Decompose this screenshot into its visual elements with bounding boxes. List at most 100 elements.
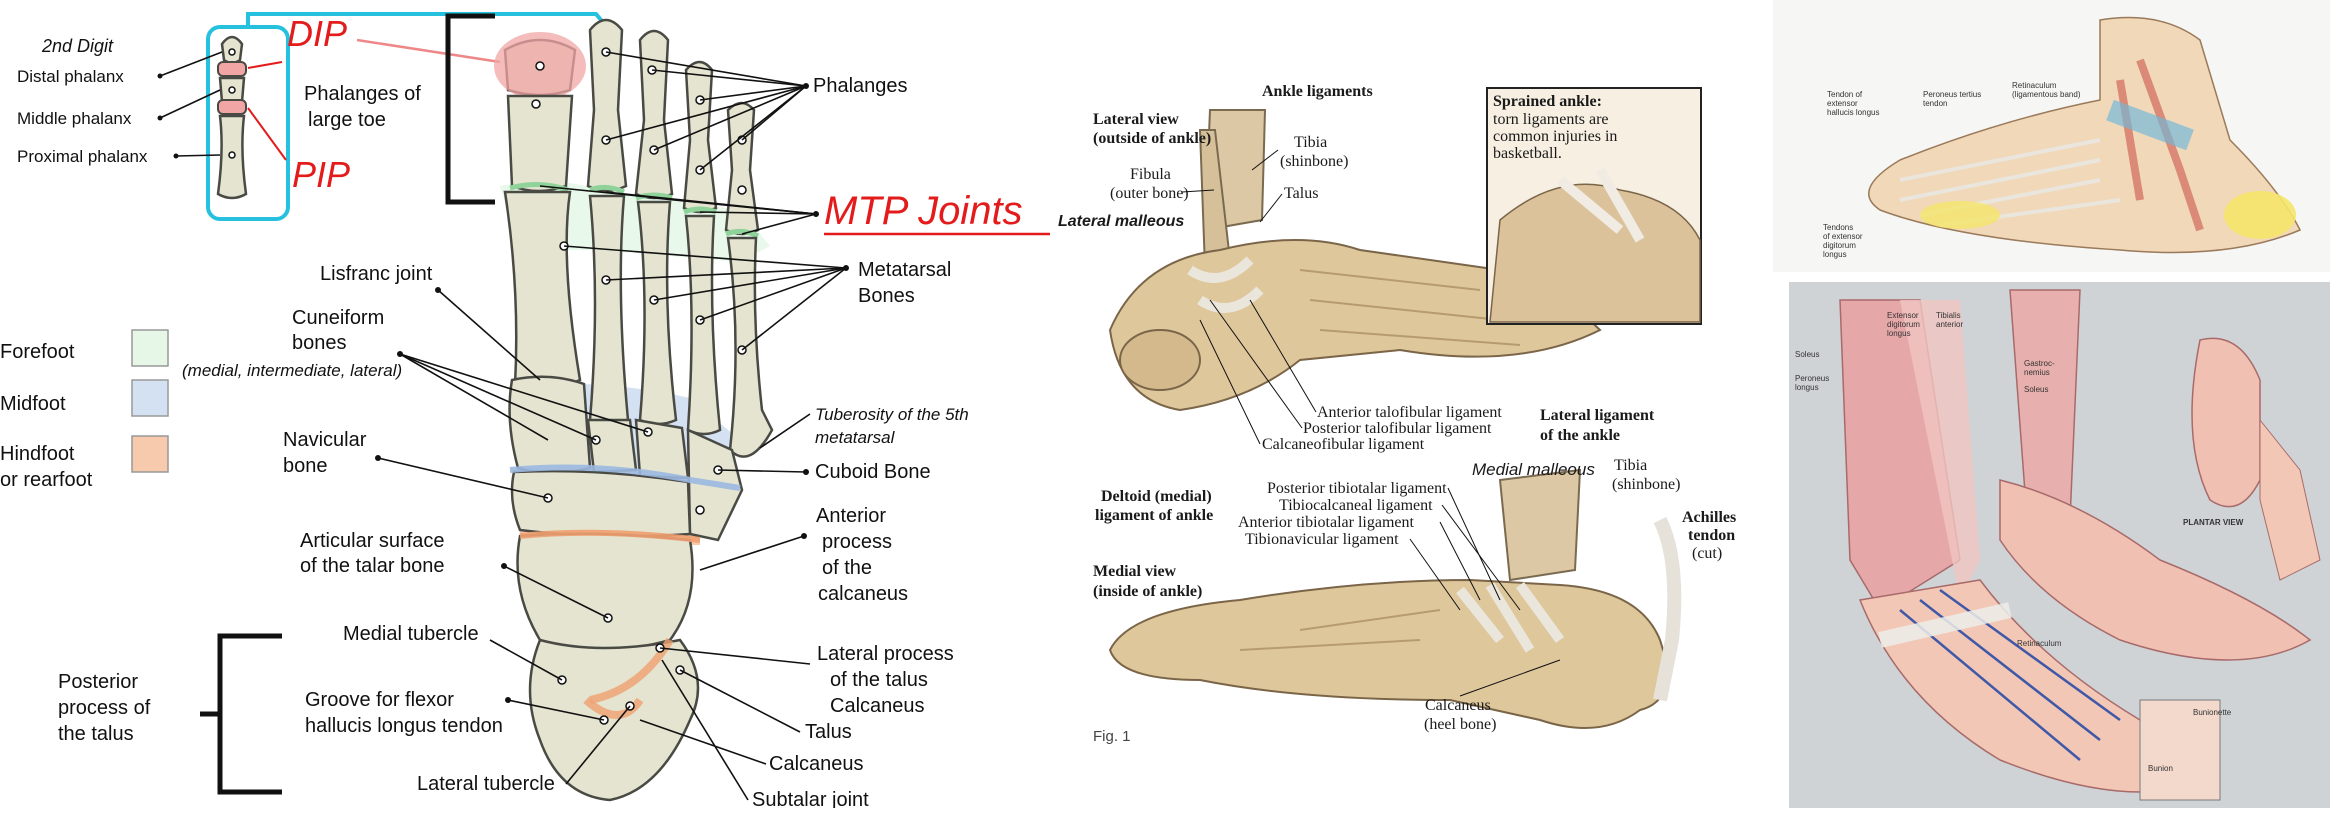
gastrocnemius-label-2: nemius [2024,368,2050,377]
metatarsal-2 [588,194,630,426]
peroneus-longus-label-2: longus [1795,383,1819,392]
cuneiform-label-1: Cuneiform [292,307,384,329]
toe4-phalanges [682,60,718,214]
tibialis-anterior-label-1: Tibialis [1936,311,1961,320]
lateral-process-label-3: Calcaneus [830,695,925,717]
metatarsal-label-2: Bones [858,285,915,307]
cuboid-label: Cuboid Bone [815,461,931,483]
anterior-process-label-1: Anterior [816,505,886,527]
ankle-ligaments-title: Ankle ligaments [1262,83,1373,100]
large-toe-bracket [445,13,495,205]
calcaneus-label: Calcaneus [769,753,864,775]
pip-label: PIP [292,154,350,195]
tc-label: Tibiocalcaneal ligament [1279,497,1433,514]
lateral-view-label-2: (outside of ankle) [1093,130,1211,147]
peroneus-longus-label-1: Peroneus [1795,374,1829,383]
att-label: Anterior tibiotalar ligament [1238,514,1415,531]
lateral-process-label-2: of the talus [830,669,928,691]
deltoid-label-2: ligament of ankle [1095,507,1213,524]
atfl-label: Anterior talofibular ligament [1317,404,1502,421]
calcaneus [528,638,700,802]
bunion-label: Bunion [2148,764,2173,773]
tibialis-anterior-label-2: anterior [1936,320,1963,329]
talus-mid-label: Talus [1284,185,1318,202]
edl-top-label-3: digitorum [1823,241,1856,250]
medial-malleous-label: Medial malleous [1472,460,1595,479]
subtalar-joint-label: Subtalar joint [752,789,869,808]
ankle-ligaments-panel: Ankle ligaments Lateral view (outside of… [1058,83,1736,745]
ehl-label-1: Tendon of [1827,90,1863,99]
tibia2-label-2: (shinbone) [1612,476,1680,493]
anterior-process-label-2: process [822,531,892,553]
legend-midfoot-swatch [131,379,169,417]
deltoid-label-1: Deltoid (medial) [1101,488,1212,505]
toe3-phalanges [634,29,674,200]
lateral-ankle-illustration [1108,109,1602,412]
ptt-label: Posterior tibiotalar ligament [1267,480,1447,497]
medial-ankle-illustration [1108,468,1682,729]
calcaneus-mid-label-1: Calcaneus [1425,697,1491,714]
phalanges-large-toe-label-1: Phalanges of [304,83,421,105]
tibia-label-2: (shinbone) [1280,153,1348,170]
articular-label-1: Articular surface [300,530,445,552]
foot-tendons-top-panel: Tendon of extensor hallucis longus Peron… [1773,0,2330,272]
talus-label: Talus [805,721,852,743]
groove-label-2: hallucis longus tendon [305,715,503,737]
soleus2-label: Soleus [2024,385,2048,394]
distal-phalanx-label: Distal phalanx [17,67,124,86]
sprain-line-1: torn ligaments are [1493,111,1609,128]
talus [516,532,694,652]
digit-title: 2nd Digit [41,36,114,56]
lateral-tubercle-label: Lateral tubercle [417,773,555,795]
retinaculum-top-label-1: Retinaculum [2012,81,2057,90]
soleus-label: Soleus [1795,350,1819,359]
intermediate-cuneiform [586,418,638,474]
posterior-process-label-1: Posterior [58,671,138,693]
calcaneus-mid-label-2: (heel bone) [1424,716,1496,733]
big-toe-proximal-phalanx [506,94,574,193]
ptfl-label: Posterior talofibular ligament [1303,420,1492,437]
lateral-cuneiform [634,418,690,480]
peroneus-tertius-label-1: Peroneus tertius [1923,90,1981,99]
achilles-label-2: tendon [1688,527,1735,544]
phalanges-label: Phalanges [813,75,908,97]
navicular-label-2: bone [283,455,328,477]
articular-label-2: of the talar bone [300,555,445,577]
medial-view-label-2: (inside of ankle) [1093,583,1202,600]
peroneus-tertius-label-2: tendon [1923,99,1947,108]
tibia2-label-1: Tibia [1614,457,1647,474]
ehl-label-3: hallucis longus [1827,108,1879,117]
groove-label-1: Groove for flexor [305,689,454,711]
achilles-label-1: Achilles [1682,509,1736,526]
leg-muscles-bottom-panel: PLANTAR VIEW Soleus Peroneus longus Exte… [1789,282,2330,808]
achilles-label-3: (cut) [1692,545,1722,562]
legend-forefoot-swatch [131,329,169,367]
figure-number: Fig. 1 [1093,728,1131,745]
posterior-process-label-3: the talus [58,723,134,745]
legend-midfoot-label: Midfoot [0,393,66,415]
phalanges-large-toe-label-2: large toe [308,109,386,131]
medial-tubercle-label: Medial tubercle [343,623,479,645]
toe5-phalanges [724,101,760,236]
cfl-label: Calcaneofibular ligament [1262,436,1425,453]
edl-bottom-label-3: longus [1887,329,1911,338]
digit-dip-joint [217,61,247,77]
lisfranc-label: Lisfranc joint [320,263,433,285]
anterior-process-label-4: calcaneus [818,583,908,605]
legend-hindfoot-label-1: Hindfoot [0,443,75,465]
legend-forefoot-label: Forefoot [0,341,75,363]
gastrocnemius-label-1: Gastroc- [2024,359,2055,368]
fibula-label-1: Fibula [1130,166,1171,183]
edl-bottom-label-2: digitorum [1887,320,1920,329]
fibula-label-2: (outer bone) [1110,185,1189,202]
metatarsal-label-1: Metatarsal [858,259,951,281]
region-legend: Forefoot Midfoot Hindfoot or rearfoot [0,329,169,491]
digit-pip-joint [217,99,247,115]
tn-label: Tibionavicular ligament [1245,531,1399,548]
bunionette-label: Bunionette [2193,708,2232,717]
sprain-line-3: basketball. [1493,145,1562,162]
retinaculum-top-label-2: (ligamentous band) [2012,90,2081,99]
posterior-process-bracket [217,633,282,795]
navicular-label-1: Navicular [283,429,367,451]
tibia-label-1: Tibia [1294,134,1327,151]
